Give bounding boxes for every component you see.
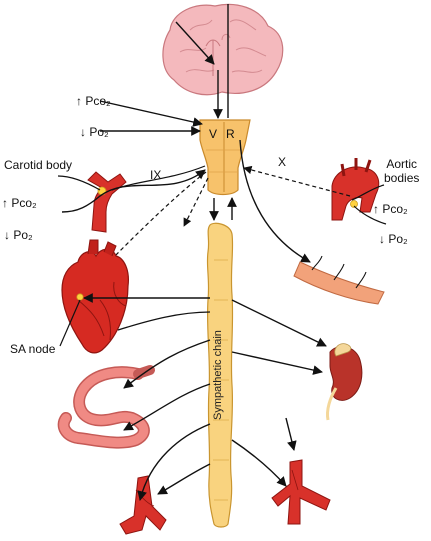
pco2-up-label-right: ↑ Pco₂	[373, 202, 408, 216]
po2-down-label-left: ↓ Po₂	[4, 228, 33, 242]
po2-down-label-top: ↓ Po₂	[80, 125, 109, 139]
kidney-icon	[326, 343, 363, 421]
sympathetic-chain-label: Sympathetic chain	[212, 330, 224, 420]
sympathetic-chain-icon	[206, 222, 234, 528]
nerve-x-label: X	[278, 155, 287, 169]
pco2-up-label-left: ↑ Pco₂	[2, 196, 37, 210]
heart-icon	[61, 239, 129, 354]
brain-icon	[162, 3, 284, 96]
po2-down-label-right: ↓ Po₂	[379, 232, 408, 246]
medulla-icon	[199, 119, 251, 196]
medulla-r-label: R	[226, 127, 235, 141]
aortic-bodies-label: Aortic bodies	[384, 157, 420, 185]
muscle-icon	[293, 255, 385, 305]
intestine-icon	[57, 365, 155, 449]
aorta-icon	[331, 158, 380, 221]
medulla-v-label: V	[209, 127, 218, 141]
sa-node-label: SA node	[10, 342, 56, 356]
pco2-up-label-top: ↑ Pco₂	[76, 94, 111, 108]
carotid-artery-icon	[87, 171, 127, 233]
carotid-body-label: Carotid body	[4, 158, 73, 172]
nerve-ix-label: IX	[150, 168, 162, 182]
